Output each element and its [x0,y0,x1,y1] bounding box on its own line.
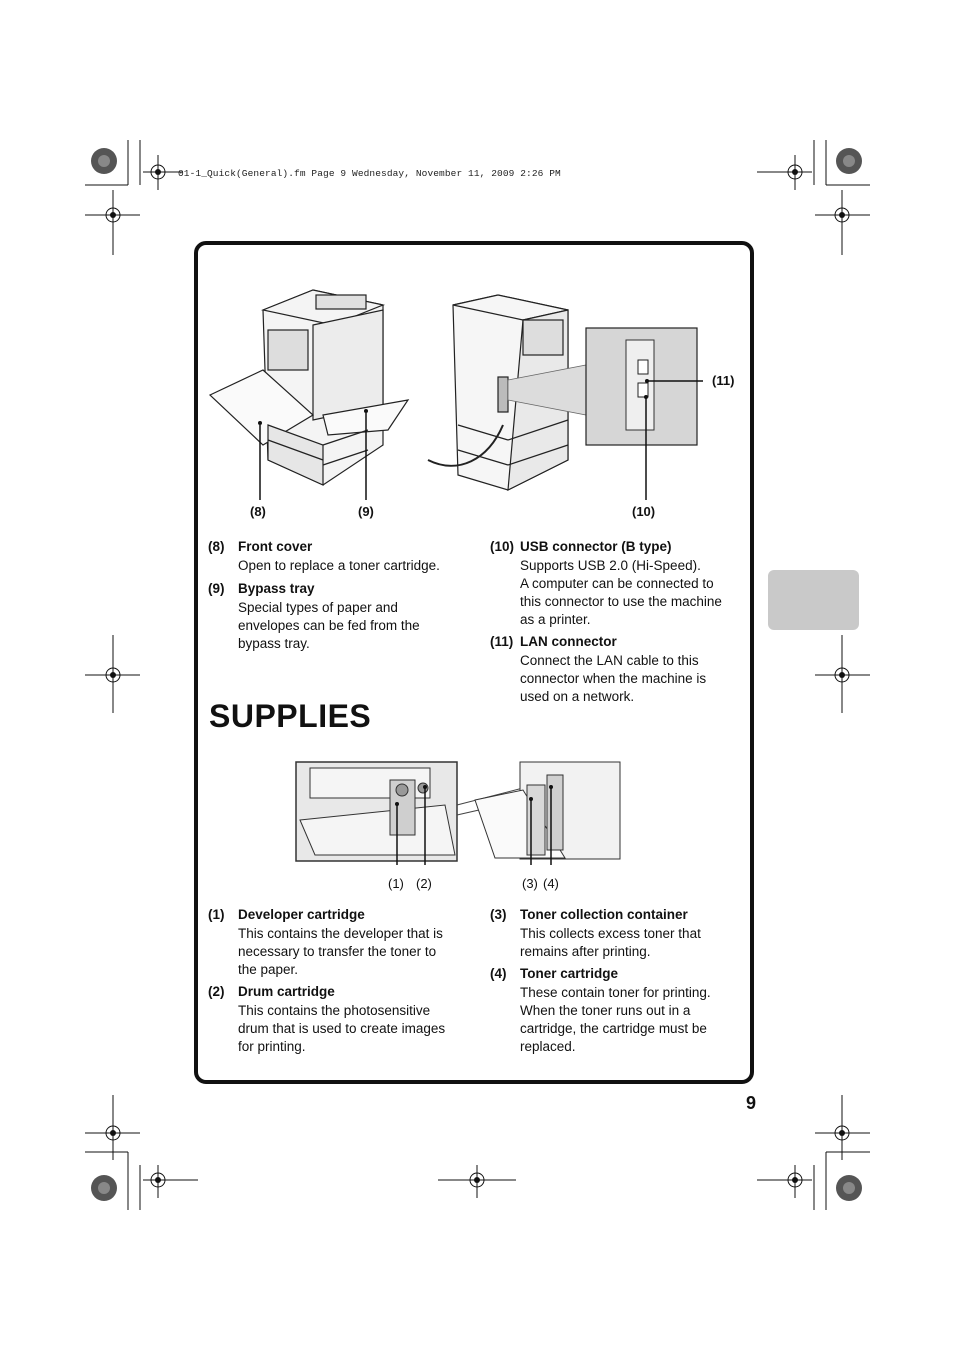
page-number: 9 [746,1093,757,1113]
supply-desc-line: When the toner runs out in a [520,1003,691,1018]
part-title: Front cover [238,539,313,554]
supplies-interior-illustration [295,761,621,865]
supply-desc-line: the paper. [238,962,299,977]
part-desc-line: bypass tray. [238,636,310,651]
part-number: (11) [490,634,514,649]
part-desc-line: used on a network. [520,689,635,704]
part-item-bypass-tray: (9) Bypass tray Special types of paper a… [208,580,468,653]
supply-desc-line: necessary to transfer the toner to [238,944,437,959]
supply-desc-line: drum that is used to create images [238,1021,446,1036]
supply-number: (2) [208,984,225,999]
content-frame [194,241,754,1084]
supply-item-toner-cartridge: (4) Toner cartridge These contain toner … [490,965,750,1056]
callout-1: (1) [388,876,404,891]
callout-10: (10) [632,504,656,519]
supply-title: Developer cartridge [238,907,365,922]
part-desc-line: Connect the LAN cable to this [520,653,699,668]
machine-front-illustration [208,289,410,500]
part-number: (10) [490,539,515,554]
supply-item-drum-cartridge: (2) Drum cartridge This contains the pho… [208,983,468,1056]
part-title: LAN connector [520,634,617,649]
part-desc-line: as a printer. [520,612,591,627]
part-number: (9) [208,581,225,596]
supply-number: (1) [208,907,225,922]
part-item-front-cover: (8) Front cover Open to replace a toner … [208,538,468,575]
part-number: (8) [208,539,225,554]
print-header: 01-1_Quick(General).fm Page 9 Wednesday,… [178,168,561,179]
machine-rear-illustration [427,294,703,500]
supply-desc-line: cartridge, the cartridge must be [520,1021,707,1036]
supply-title: Toner collection container [520,907,688,922]
supply-desc-line: for printing. [238,1039,306,1054]
part-desc-line: envelopes can be fed from the [238,618,420,633]
section-heading-supplies: SUPPLIES [209,698,372,734]
supply-desc-line: These contain toner for printing. [520,985,711,1000]
supply-number: (4) [490,966,507,981]
part-desc-line: Open to replace a toner cartridge. [238,558,440,573]
part-item-usb-connector: (10) USB connector (B type) Supports USB… [490,538,750,629]
callout-3: (3) [522,876,538,891]
supply-desc-line: This contains the photosensitive [238,1003,431,1018]
callout-11: (11) [712,373,735,388]
supply-item-developer-cartridge: (1) Developer cartridge This contains th… [208,906,468,979]
callout-2: (2) [416,876,432,891]
part-desc-line: this connector to use the machine [520,594,722,609]
part-title: Bypass tray [238,581,315,596]
part-title: USB connector (B type) [520,539,672,554]
supply-desc-line: This contains the developer that is [238,926,443,941]
section-tab [768,570,859,630]
supply-title: Drum cartridge [238,984,335,999]
supply-desc-line: remains after printing. [520,944,651,959]
callout-4: (4) [543,876,559,891]
callout-9: (9) [358,504,374,519]
supply-desc-line: This collects excess toner that [520,926,701,941]
callout-8: (8) [250,504,266,519]
supply-number: (3) [490,907,507,922]
part-desc-line: Special types of paper and [238,600,398,615]
part-desc-line: A computer can be connected to [520,576,714,591]
part-item-lan-connector: (11) LAN connector Connect the LAN cable… [490,633,750,706]
part-desc-line: Supports USB 2.0 (Hi-Speed). [520,558,701,573]
supply-title: Toner cartridge [520,966,619,981]
supply-item-toner-collection: (3) Toner collection container This coll… [490,906,750,961]
supply-desc-line: replaced. [520,1039,576,1054]
part-desc-line: connector when the machine is [520,671,707,686]
